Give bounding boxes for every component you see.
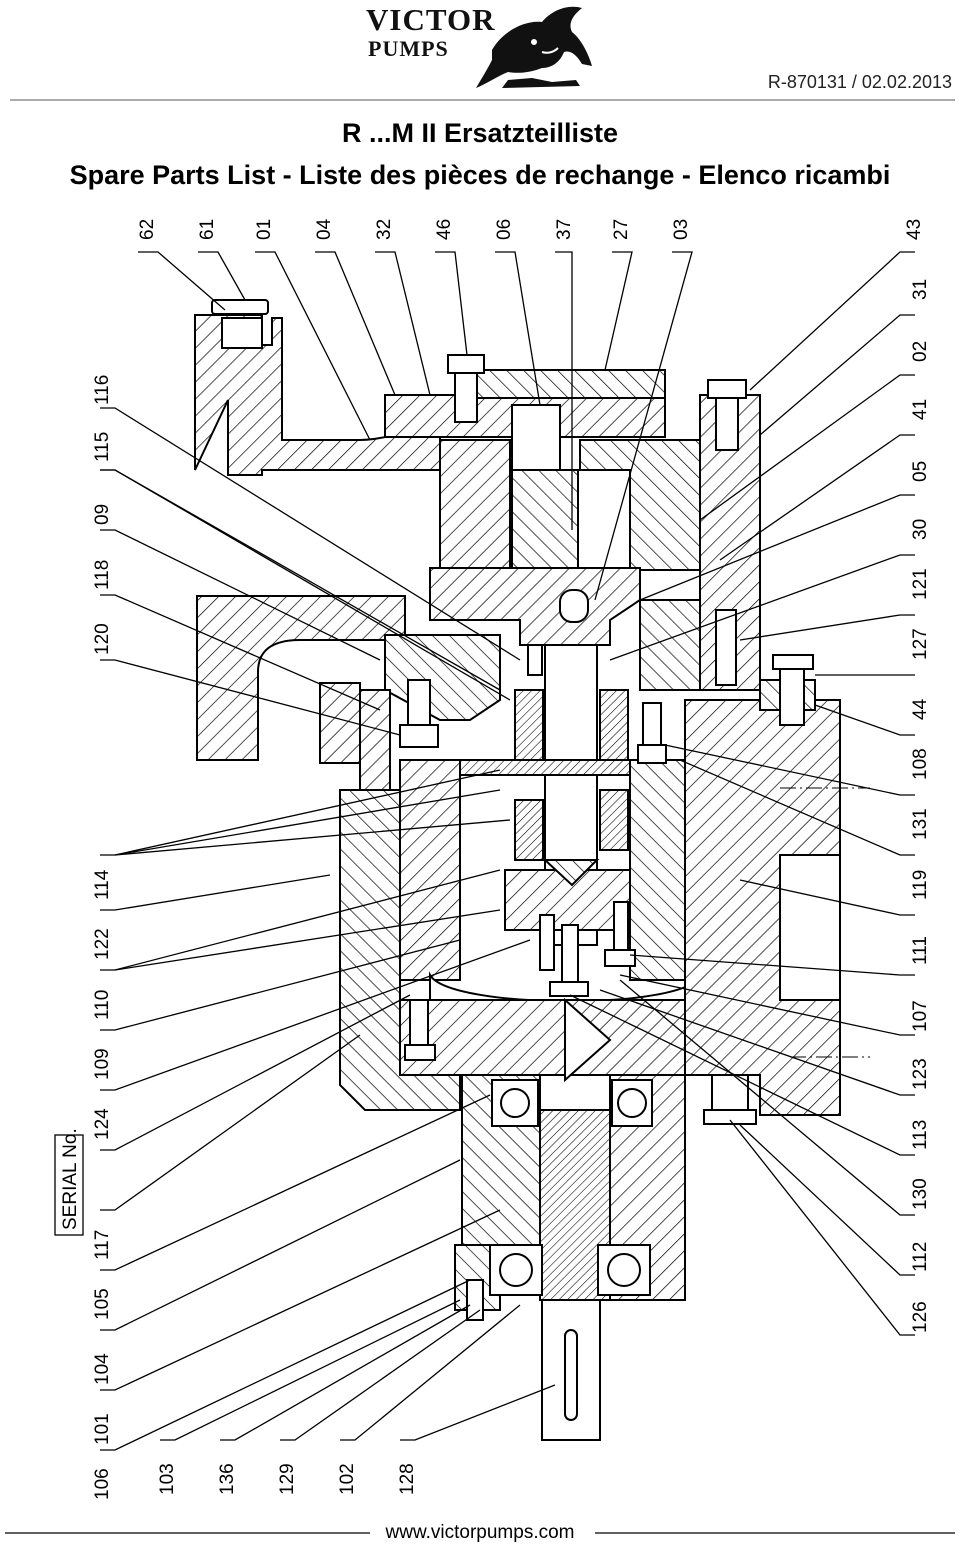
part-label-105: 105	[92, 1288, 113, 1320]
part-label-41: 41	[910, 399, 931, 420]
part-label-104: 104	[92, 1353, 113, 1385]
part-label-125: 125	[0, 0, 32, 5]
part-label-122: 122	[92, 928, 113, 960]
part-label-106: 106	[92, 1468, 113, 1500]
part-label-126: 126	[910, 1301, 931, 1333]
serial-label: SERIAL No.	[60, 1128, 81, 1230]
footer-url[interactable]: www.victorpumps.com	[385, 1522, 575, 1543]
part-label-01: 01	[254, 219, 275, 240]
header-rule	[10, 99, 955, 101]
part-label-109: 109	[92, 1048, 113, 1080]
elephant-icon	[476, 6, 592, 89]
part-label-120: 120	[92, 623, 113, 655]
part-label-128: 128	[397, 1463, 418, 1495]
part-label-121: 121	[910, 568, 931, 600]
part-label-113: 113	[910, 1120, 931, 1150]
part-label-116: 116	[92, 375, 113, 405]
part-label-130: 130	[910, 1178, 931, 1210]
part-label-127: 127	[910, 628, 931, 660]
part-label-05: 05	[910, 461, 931, 482]
part-label-04: 04	[314, 218, 335, 240]
page-title: R ...M II Ersatzteilliste	[341, 118, 619, 148]
part-label-32: 32	[374, 219, 395, 240]
part-label-30: 30	[910, 519, 931, 540]
serial-box	[54, 1134, 84, 1236]
part-label-111: 111	[910, 936, 931, 965]
part-label-09: 09	[92, 504, 113, 525]
pump-body	[194, 299, 841, 1441]
part-label-31: 31	[910, 279, 931, 300]
part-label-06: 06	[494, 219, 515, 240]
part-label-115: 115	[92, 432, 113, 462]
part-label-101: 101	[92, 1413, 113, 1445]
part-label-119: 119	[910, 870, 931, 900]
part-label-136: 136	[217, 1463, 238, 1495]
part-label-124: 124	[92, 1108, 113, 1140]
part-label-108: 108	[910, 748, 931, 780]
part-label-62: 62	[137, 219, 158, 240]
part-label-117: 117	[92, 1230, 113, 1260]
part-number-labels: 62 61 01 04 32 46 06 37 27 03 43 116 115 09 118 120 114 1…	[0, 0, 931, 1500]
part-label-131: 131	[910, 808, 931, 840]
brand-name: VICTOR	[366, 2, 496, 37]
part-label-110: 110	[92, 990, 113, 1020]
document-reference: R-870131 / 02.02.2013	[767, 72, 952, 92]
part-label-43: 43	[904, 219, 925, 240]
part-label-46: 46	[434, 219, 455, 240]
part-label-107: 107	[910, 1000, 931, 1032]
part-label-02: 02	[910, 341, 931, 362]
part-label-61: 61	[197, 219, 218, 240]
part-label-123: 123	[910, 1058, 931, 1090]
part-label-112: 112	[910, 1242, 931, 1272]
part-label-37: 37	[554, 219, 575, 240]
part-label-44: 44	[910, 698, 931, 720]
center-lines	[780, 787, 870, 1058]
part-label-114: 114	[92, 869, 113, 900]
page-subtitle: Spare Parts List - Liste des pièces de r…	[69, 160, 891, 190]
leader-lines	[100, 251, 915, 1451]
part-label-102: 102	[337, 1463, 358, 1495]
brand-subname: PUMPS	[368, 36, 449, 61]
part-label-118: 118	[92, 560, 113, 590]
logo: VICTOR PUMPS	[360, 2, 600, 94]
part-label-103: 103	[157, 1463, 178, 1495]
part-label-129: 129	[277, 1463, 298, 1495]
part-label-03: 03	[671, 219, 692, 240]
part-label-27: 27	[611, 219, 632, 240]
